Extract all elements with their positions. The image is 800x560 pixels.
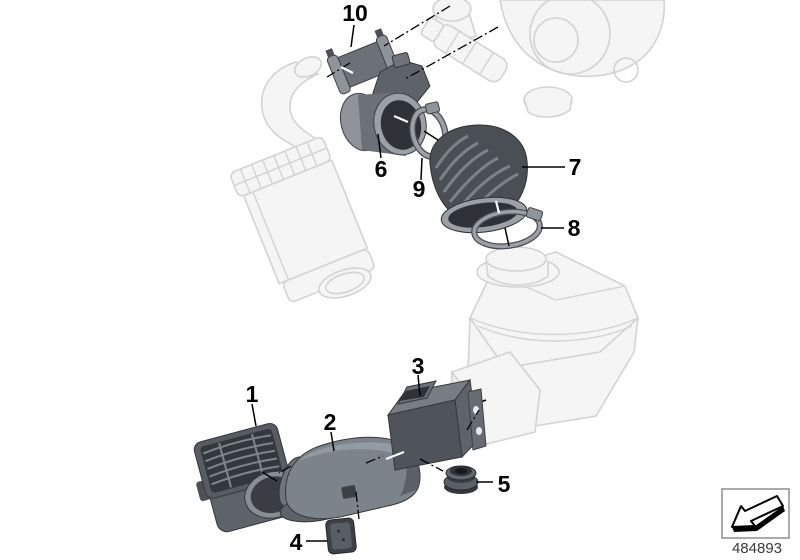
- callout-6[interactable]: 6: [375, 156, 388, 182]
- callout-4[interactable]: 4: [290, 529, 303, 555]
- callout-3[interactable]: 3: [412, 353, 425, 379]
- ghost-turbocharger: [420, 0, 666, 118]
- ghost-intercooler-outlet: [318, 267, 372, 299]
- drawing-thumbnail[interactable]: [721, 488, 790, 539]
- callout-2[interactable]: 2: [324, 409, 337, 435]
- part-5-rubber-grommet: [443, 465, 479, 494]
- part-7-bellows-hose: [429, 124, 528, 234]
- part-4-rubber-pad: [325, 517, 357, 555]
- callout-7[interactable]: 7: [569, 154, 582, 180]
- assembly-axis-lines: [278, 5, 499, 520]
- callout-numbers: 1 2 3 4 5 6 7 8 9 10: [246, 0, 582, 555]
- callout-5[interactable]: 5: [498, 471, 511, 497]
- callout-9[interactable]: 9: [413, 176, 426, 202]
- part-3-intake-duct-box: [386, 378, 487, 471]
- direction-arrow-icon: [731, 495, 785, 532]
- callout-8[interactable]: 8: [568, 215, 581, 241]
- ghost-charge-pipe: [260, 56, 323, 153]
- callout-10[interactable]: 10: [342, 0, 368, 26]
- callout-leader-lines: [251, 24, 565, 542]
- ghost-intercooler: [230, 137, 375, 303]
- part-10-rubber-sleeve: [325, 28, 400, 95]
- drawing-number: 484893: [732, 540, 782, 557]
- callout-1[interactable]: 1: [246, 381, 259, 407]
